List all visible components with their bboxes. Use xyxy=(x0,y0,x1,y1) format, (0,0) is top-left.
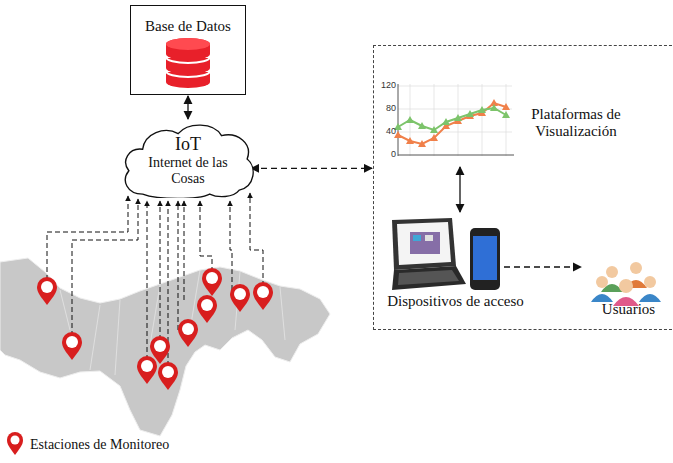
users-icon xyxy=(591,262,661,306)
station-link xyxy=(72,199,138,336)
station-pin xyxy=(62,332,82,360)
laptop-icon xyxy=(392,218,466,290)
station-link xyxy=(184,201,185,300)
legend-text: Estaciones de Monitoreo xyxy=(30,437,169,453)
user-node: Usuarios xyxy=(582,263,673,321)
connector-arrow xyxy=(251,168,372,169)
platform-node: Plataformas de Visualización xyxy=(389,76,651,166)
node-title: Plataformas de Visualización xyxy=(511,106,641,141)
line-chart xyxy=(394,84,514,156)
connector-arrow xyxy=(504,266,581,267)
station-link xyxy=(178,201,179,330)
device-node: Dispositivos de acceso xyxy=(379,213,532,313)
legend-pin xyxy=(7,432,23,455)
station-link xyxy=(230,201,232,290)
node-title: Dispositivos de acceso xyxy=(379,293,532,310)
axis-tick: 80 xyxy=(378,103,396,113)
station-pin xyxy=(202,268,222,296)
station-pin xyxy=(197,295,217,323)
phone-icon xyxy=(470,228,500,290)
station-pin xyxy=(150,336,170,364)
group-panel: Plataformas de VisualizaciónDispositivos… xyxy=(373,45,673,330)
connector-arrow xyxy=(459,167,460,212)
database-box: Base de Datos xyxy=(130,5,246,95)
station-link xyxy=(160,201,161,340)
axis-tick: 0 xyxy=(378,149,396,159)
station-pin xyxy=(178,319,198,347)
station-link xyxy=(147,201,148,360)
station-pin xyxy=(230,284,250,312)
connector-arrow xyxy=(187,96,188,119)
database-icon xyxy=(166,38,210,88)
map-region xyxy=(0,258,330,436)
station-link xyxy=(250,193,263,286)
station-pin xyxy=(158,362,178,390)
station-link xyxy=(47,196,128,280)
node-body: Internet de las Cosas xyxy=(136,155,240,187)
cloud-node: IoTInternet de las Cosas xyxy=(119,120,257,198)
station-pin xyxy=(37,277,57,305)
node-title: Base de Datos xyxy=(135,18,241,35)
node-title: IoT xyxy=(136,134,240,155)
station-link xyxy=(200,201,212,272)
station-pin xyxy=(253,282,273,310)
axis-tick: 120 xyxy=(378,80,396,90)
axis-tick: 40 xyxy=(378,126,396,136)
station-pin xyxy=(137,356,157,384)
node-title: Usuarios xyxy=(582,301,673,318)
